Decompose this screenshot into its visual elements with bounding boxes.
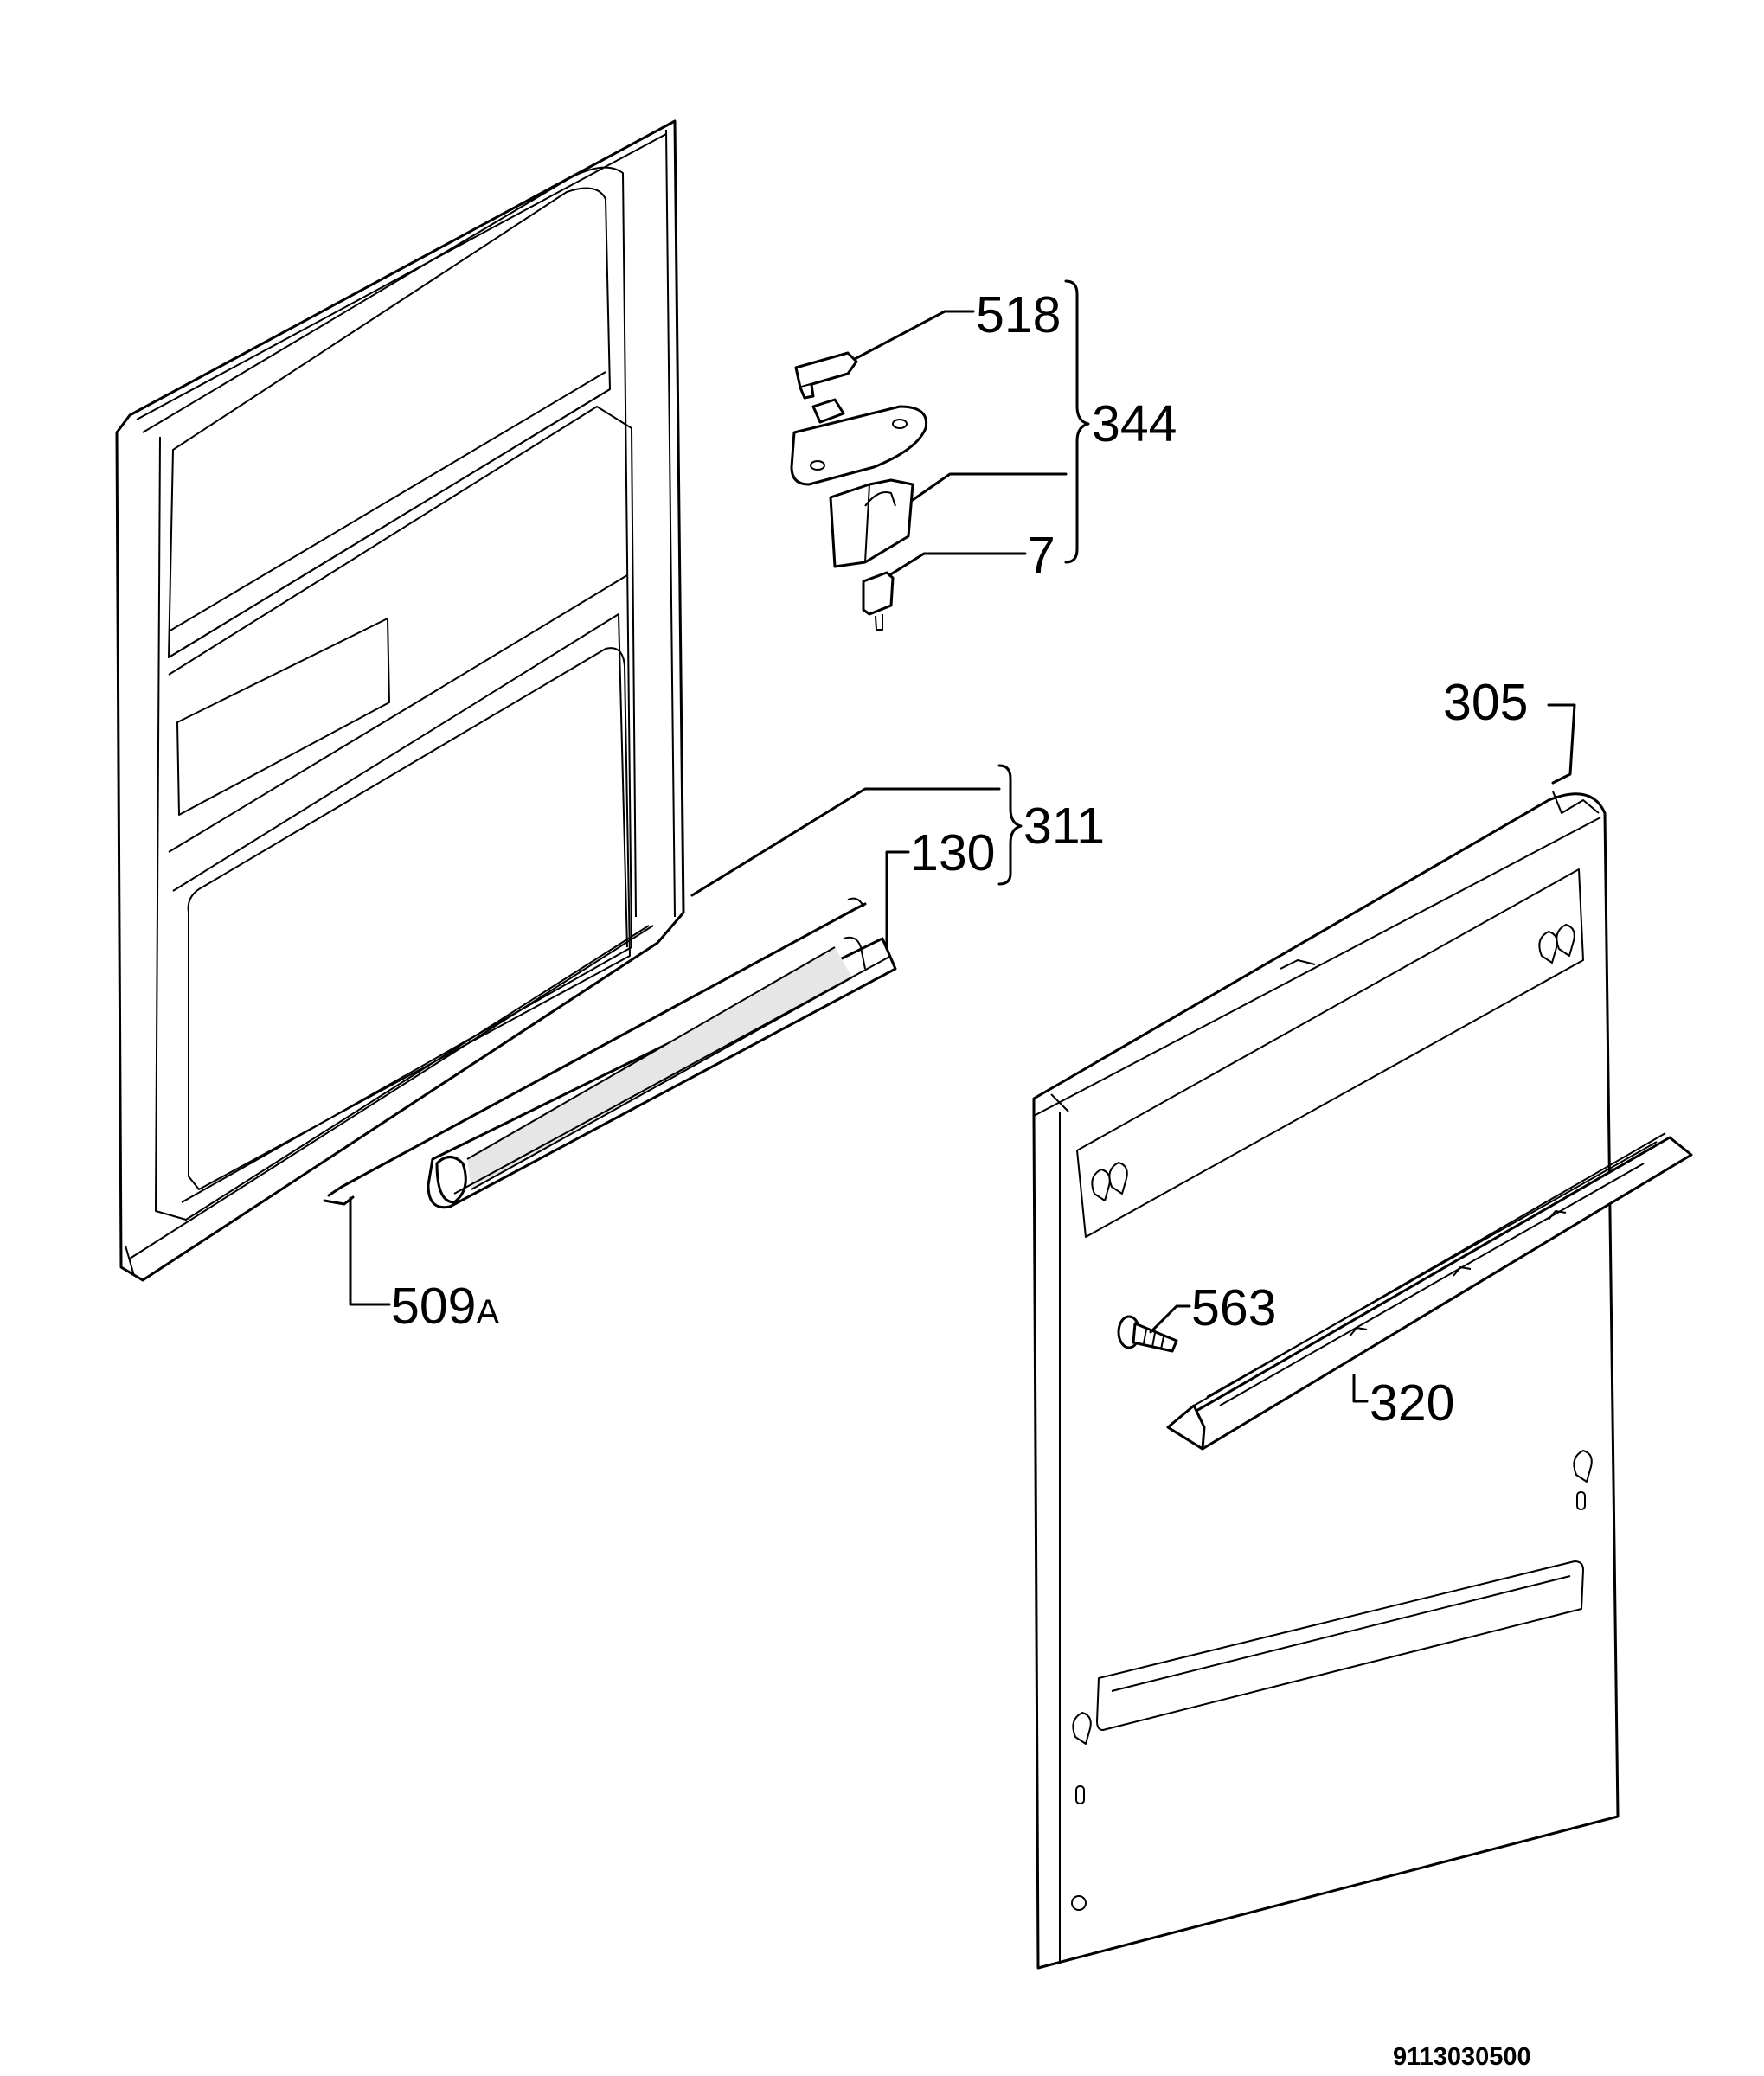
- brace-344: [1064, 279, 1090, 564]
- screw-563: [1117, 1315, 1178, 1353]
- brace-311: [997, 764, 1023, 886]
- label-518: 518: [976, 286, 1061, 343]
- door-handle-320: [1166, 1132, 1693, 1451]
- label-7: 7: [1027, 527, 1055, 584]
- label-563: 563: [1191, 1279, 1276, 1336]
- latch-part-518: [794, 351, 858, 400]
- label-509a: 509A: [391, 1278, 499, 1335]
- label-320: 320: [1370, 1374, 1454, 1432]
- seal-strip-130: [427, 936, 897, 1209]
- label-311: 311: [1023, 798, 1105, 855]
- latch-body: [790, 398, 928, 568]
- leader-lines: [349, 310, 1576, 1403]
- label-130: 130: [910, 824, 995, 881]
- document-number: 9113030500: [1393, 2043, 1531, 2071]
- label-305: 305: [1443, 674, 1528, 731]
- inner-door-panel: [115, 119, 685, 1282]
- label-344: 344: [1092, 395, 1177, 452]
- outer-door-panel: [1032, 791, 1620, 1970]
- latch-part-7: [862, 571, 895, 631]
